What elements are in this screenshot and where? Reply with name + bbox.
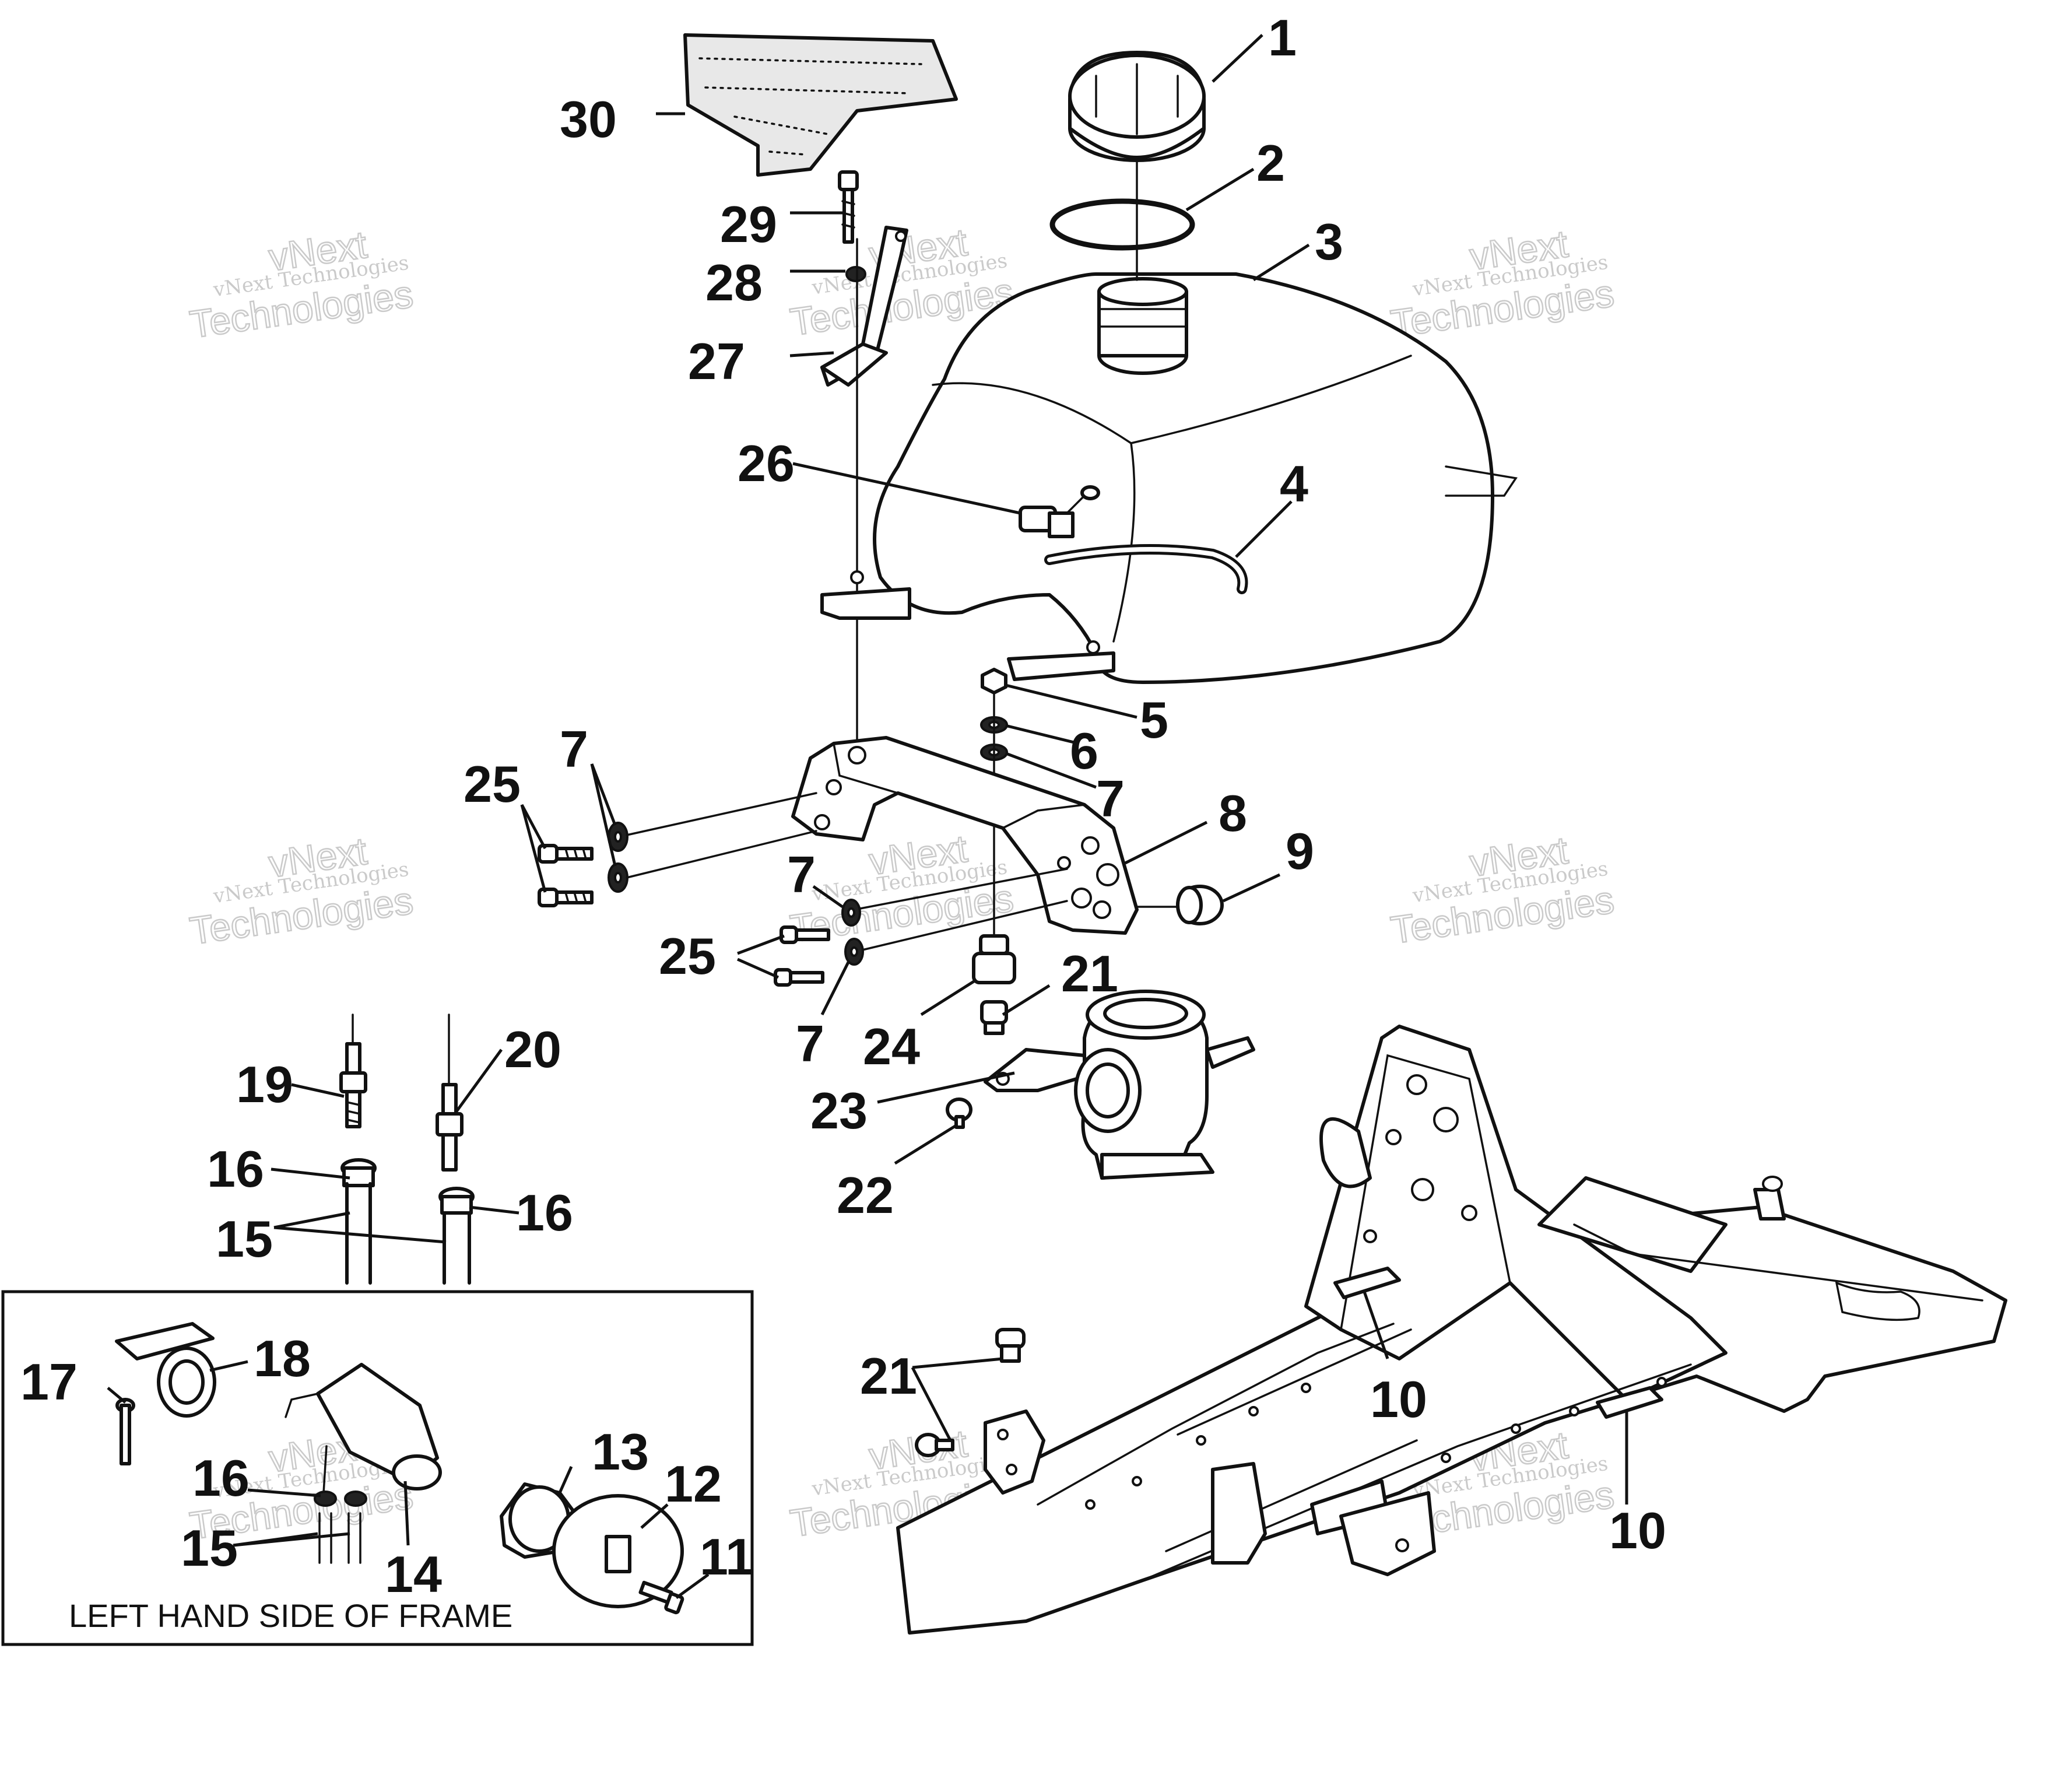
callout-7: 7: [1096, 770, 1125, 827]
part-1-fuel-cap: [1068, 51, 1206, 162]
callout-18: 18: [254, 1330, 311, 1387]
callout-23: 23: [810, 1082, 868, 1139]
inset-caption: LEFT HAND SIDE OF FRAME: [69, 1597, 512, 1634]
callout-21: 21: [1061, 945, 1118, 1002]
callout-17: 17: [20, 1353, 78, 1411]
callout-16: 16: [192, 1449, 250, 1507]
watermark: vNext Technologies vNext Technologies: [187, 222, 416, 346]
callout-7: 7: [787, 846, 816, 903]
part-27-strap-bracket: [820, 226, 908, 387]
watermark: vNext Technologies vNext Technologies: [1388, 221, 1617, 346]
callout-2: 2: [1256, 134, 1285, 192]
callout-10: 10: [1609, 1502, 1666, 1559]
callout-22: 22: [837, 1166, 894, 1224]
part-12-fuel-valve: [552, 1494, 684, 1608]
callout-11: 11: [700, 1528, 754, 1586]
part-22-push-rivet: [946, 1097, 972, 1129]
callout-labels: 1 2 3 4 5 6 7 8 9 10 10 11 12 13 14 15 1…: [20, 9, 1666, 1603]
callout-5: 5: [1140, 691, 1168, 749]
part-2-gasket: [1049, 198, 1195, 251]
callout-6: 6: [1070, 722, 1098, 780]
callout-27: 27: [688, 332, 745, 390]
callout-14: 14: [385, 1545, 442, 1603]
callout-19: 19: [236, 1055, 293, 1113]
part-7-washer: [841, 899, 864, 966]
frame: [896, 1025, 2007, 1635]
callout-12: 12: [665, 1455, 722, 1513]
part-9-plug: [1176, 885, 1224, 925]
part-26-fitting: [1019, 485, 1100, 538]
callout-8: 8: [1219, 784, 1247, 842]
bolt-axis-lines: [626, 792, 1068, 952]
callout-24: 24: [863, 1018, 920, 1075]
part-7-washer: [608, 822, 629, 893]
callout-26: 26: [738, 434, 795, 492]
part-21-grommet: [980, 1000, 1008, 1035]
callout-16: 16: [207, 1140, 264, 1198]
part-15-fuel-line: [345, 1182, 471, 1285]
callout-16: 16: [516, 1184, 573, 1242]
part-20-fitting: [436, 1014, 464, 1172]
callout-1: 1: [1268, 9, 1297, 66]
callout-25: 25: [659, 927, 716, 985]
callout-21: 21: [860, 1347, 917, 1405]
part-29-bolt: [838, 170, 859, 244]
part-30-foam-pad: [683, 33, 958, 177]
callout-15: 15: [216, 1210, 273, 1268]
callout-10: 10: [1370, 1370, 1427, 1428]
callout-7: 7: [560, 720, 588, 778]
watermark: vNext Technologies vNext Technologies: [187, 828, 416, 953]
part-5-nut: [981, 668, 1007, 695]
callout-3: 3: [1315, 213, 1343, 271]
part-10-frame-pad: [1333, 1267, 1663, 1419]
part-11-screw: [638, 1580, 684, 1615]
callout-20: 20: [504, 1021, 561, 1078]
inset-left-hand-side-of-frame: LEFT HAND SIDE OF FRAME: [1, 1290, 754, 1646]
part-17-rivet: [115, 1398, 135, 1465]
part-24-rubber-mount: [972, 934, 1016, 984]
part-4-vent-hose: [1044, 544, 1248, 594]
frame-rear-mount: [1211, 1462, 1436, 1576]
callout-7: 7: [796, 1015, 824, 1072]
part-8-mounting-bracket: [791, 736, 1139, 935]
part-25-bolt: [538, 844, 594, 907]
callout-30: 30: [560, 90, 617, 148]
part-19-fitting: [339, 1014, 367, 1128]
callout-28: 28: [705, 254, 763, 311]
leader-lines: [107, 34, 1628, 1600]
part-16-hose-clamp: [340, 1158, 475, 1215]
callout-15: 15: [181, 1519, 238, 1577]
watermark: vNext Technologies vNext Technologies: [1388, 827, 1617, 952]
callout-9: 9: [1286, 822, 1314, 880]
carburetor: [1074, 990, 1255, 1180]
callout-13: 13: [592, 1423, 649, 1481]
tank-mount-tab: [820, 570, 1115, 681]
callout-25: 25: [464, 755, 521, 813]
part-18-clamp-bracket: [115, 1322, 216, 1418]
callout-29: 29: [720, 195, 777, 253]
part-25-bolt: [774, 925, 830, 987]
callout-4: 4: [1280, 455, 1308, 513]
part-14-fuel-filter: [285, 1363, 442, 1494]
part-28-washer: [845, 266, 866, 282]
part-21-frame-grommet: [915, 1328, 1045, 1495]
